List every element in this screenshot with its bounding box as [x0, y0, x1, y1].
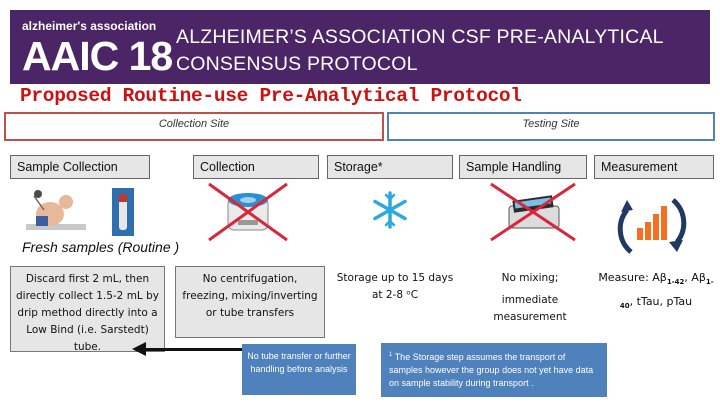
no-tube-transfer-note: No tube transfer or further handling bef…	[242, 344, 356, 395]
stage-collection: Collection	[193, 155, 319, 179]
connector-arrowhead	[132, 342, 146, 356]
org-name: alzheimer's association	[22, 19, 157, 33]
cross-out-icon-2	[490, 182, 576, 242]
measure-mid: , Aβ	[684, 271, 706, 284]
page-title: ALZHEIMER’S ASSOCIATION CSF PRE-ANALYTIC…	[176, 26, 663, 75]
stage-storage: Storage*	[327, 155, 453, 179]
testing-site-label: Testing Site	[522, 118, 580, 130]
measurement-desc: Measure: Aβ1-42, Aβ1-40, tTau, pTau	[592, 268, 720, 316]
collection-site-box: Collection Site	[4, 112, 384, 141]
handling-desc-line2: immediate measurement	[493, 294, 567, 323]
measure-sub1: 1-42	[666, 278, 685, 287]
stage-sample-handling: Sample Handling	[459, 155, 587, 179]
header-banner: alzheimer's association AAIC 18 ALZHEIME…	[10, 10, 710, 84]
collection-tube-icon	[112, 188, 134, 236]
collection-desc: No centrifugation, freezing, mixing/inve…	[175, 266, 325, 338]
measure-sub2: 1-40	[619, 278, 714, 311]
measure-suffix: , tTau, pTau	[629, 295, 693, 309]
collection-site-label: Collection Site	[158, 118, 230, 130]
handling-desc-line1: No mixing;	[501, 272, 559, 284]
connector-line	[136, 348, 242, 351]
sample-collection-desc: Discard first 2 mL, then directly collec…	[10, 266, 165, 353]
bar-chart-cycle-icon	[617, 198, 687, 254]
footnote-marker: 1	[389, 352, 393, 358]
event-logo: AAIC 18	[22, 33, 173, 79]
fresh-samples-label: Fresh samples (Routine )	[22, 239, 180, 255]
protocol-subtitle: Proposed Routine-use Pre-Analytical Prot…	[20, 85, 522, 107]
storage-desc: Storage up to 15 days at 2-8 ᵒC	[336, 272, 454, 301]
snowflake-icon	[373, 191, 407, 229]
aaic-logo: alzheimer's association AAIC 18	[22, 19, 173, 79]
cross-out-icon	[208, 182, 288, 242]
stage-sample-collection: Sample Collection	[10, 155, 150, 179]
measure-prefix: Measure: Aβ	[598, 271, 667, 284]
stage-measurement: Measurement	[594, 155, 714, 179]
footnote-text: The Storage step assumes the transport o…	[389, 352, 594, 388]
testing-site-box: Testing Site	[387, 112, 715, 141]
patient-lumbar-puncture-icon	[26, 190, 86, 230]
storage-footnote: 1 The Storage step assumes the transport…	[381, 343, 607, 397]
handling-desc: No mixing; immediate measurement	[470, 270, 590, 326]
